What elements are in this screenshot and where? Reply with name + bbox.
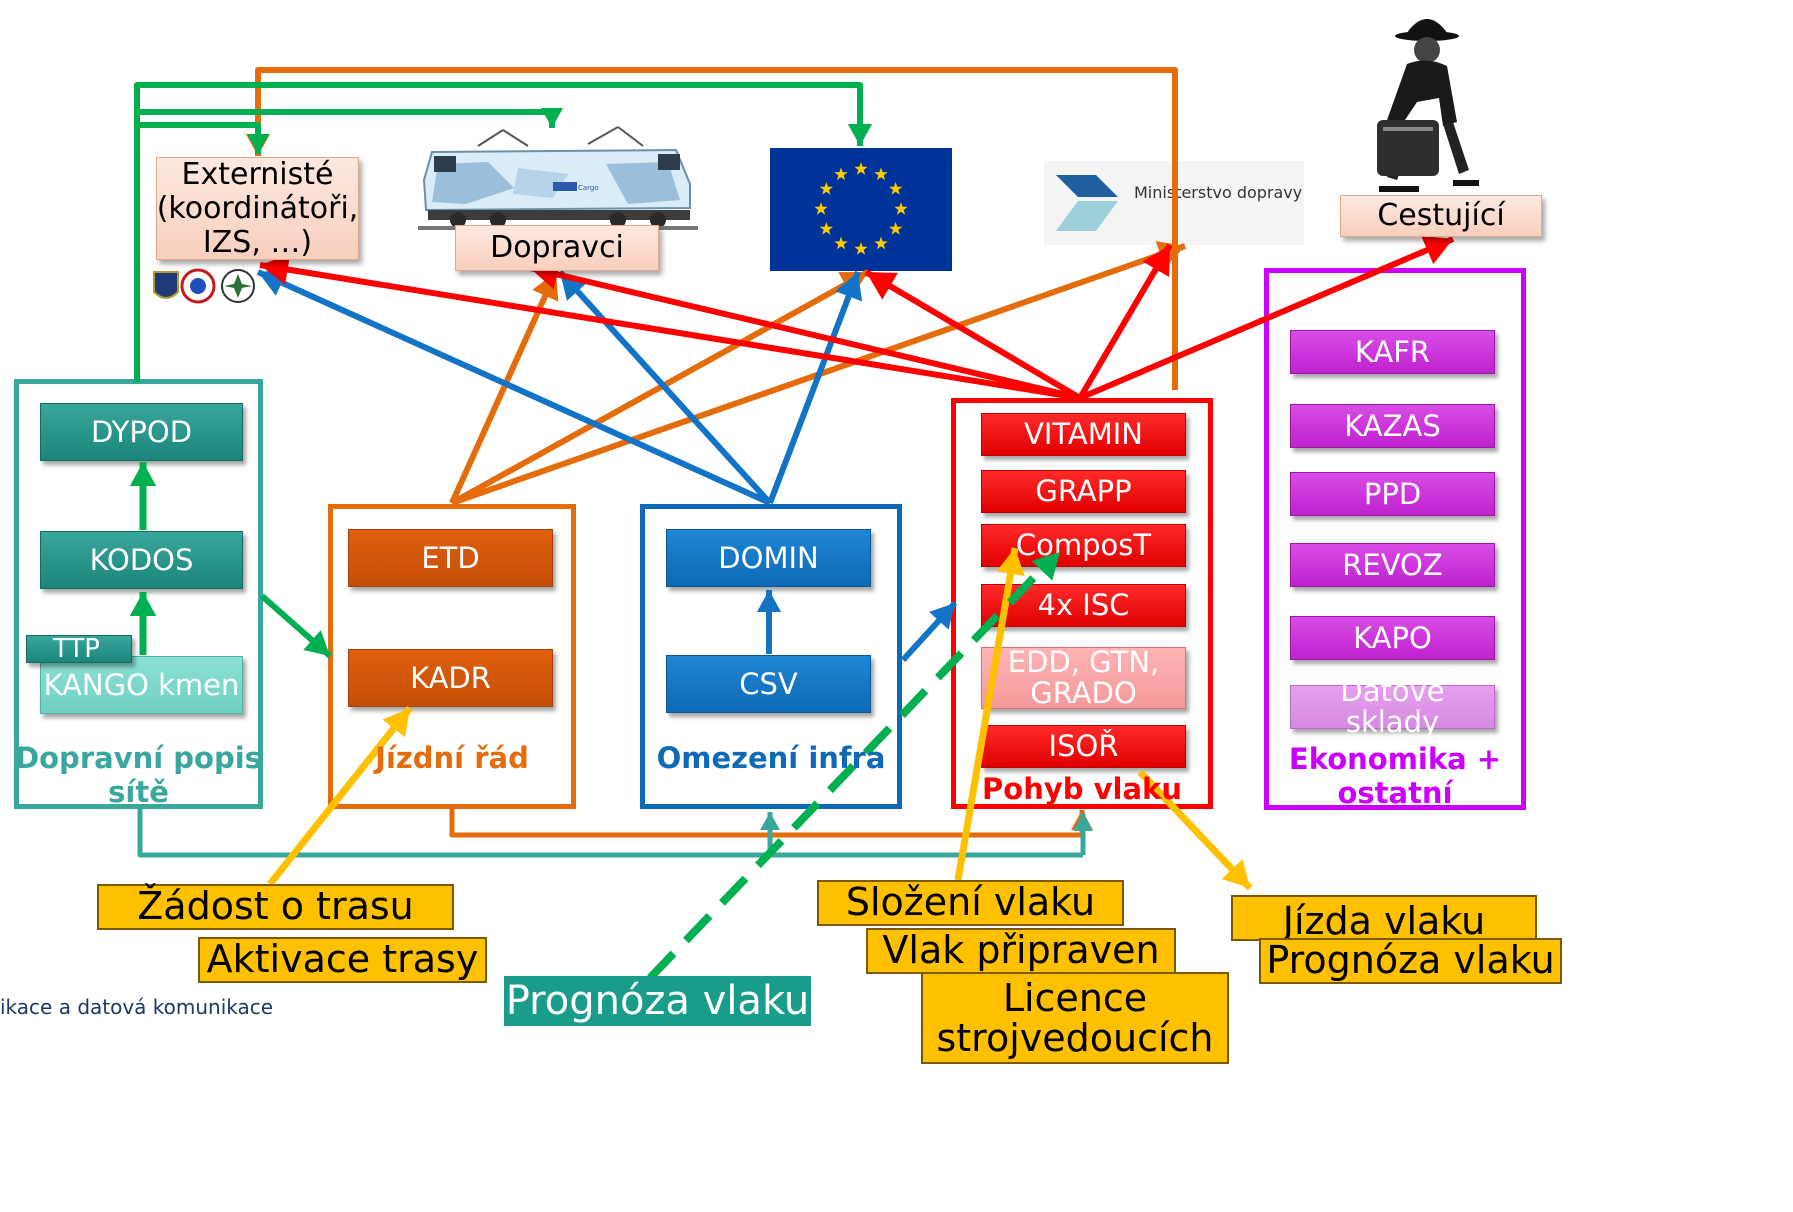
note-slozeni-vlaku: Složení vlaku [817,880,1124,926]
system-etd[interactable]: ETD [348,529,553,587]
system-kapo[interactable]: KAPO [1290,616,1495,660]
note-zadost-o-trasu: Žádost o trasu [97,884,454,930]
arrowhead [303,630,330,656]
arrow-dopravni-to-jizdni [260,593,332,659]
ministerstvo-logo: Ministerstvo dopravy [1044,161,1304,245]
system-compost[interactable]: ComposT [981,524,1186,567]
system-isor[interactable]: ISOŘ [981,725,1186,768]
system-kango-kmen[interactable]: KANGO kmen [40,656,243,714]
locomotive-image: Cargo [418,126,698,230]
note-aktivace-trasy: Aktivace trasy [198,937,487,983]
system-4x-isc[interactable]: 4x ISC [981,584,1186,627]
arrowhead [247,134,269,154]
arrowhead [847,124,873,146]
cargo-logo-text: Cargo [578,184,599,192]
group-title-omezeni: Omezení infra [656,741,886,775]
recipient-cestujici[interactable]: Cestující [1340,195,1542,237]
recipient-externiste[interactable]: Externisté (koordinátoři, IZS, …) [156,156,359,260]
group-title-dopravni: Dopravní popis sítě [15,741,262,809]
arrow-pohyb-to-externiste-red [259,262,1081,401]
arrow-pohyb-to-eu [864,269,1082,401]
traveller-figure-image [1377,19,1479,192]
arrowhead [560,272,589,301]
system-kafr[interactable]: KAFR [1290,330,1495,374]
system-kodos[interactable]: KODOS [40,531,243,589]
arrowhead [1421,235,1453,265]
system-kazas[interactable]: KAZAS [1290,404,1495,448]
group-title-ekonomika: Ekonomika + ostatní [1288,742,1502,810]
note-prognoza-vlaku-teal: Prognóza vlaku [504,976,811,1026]
arrow-pohyb-to-dopravci [529,265,1081,401]
arrowhead [760,812,780,830]
arrowhead [1071,810,1093,830]
system-ppd[interactable]: PPD [1290,472,1495,516]
system-revoz[interactable]: REVOZ [1290,543,1495,587]
system-ttp[interactable]: TTP [26,634,132,664]
arrow-dypod-to-externiste [137,122,261,154]
eu-flag-image [770,148,952,271]
recipient-dopravci[interactable]: Dopravci [455,225,659,271]
arrow-omezeni-to-eu [767,270,861,505]
group-title-jizdni: Jízdní řád [375,741,529,775]
line-dopravni-to-pohyb [137,809,1083,858]
arrowhead [532,272,559,302]
arrowhead [258,269,288,296]
izs-badges-image [153,268,255,304]
arrow-omezeni-to-externiste [256,269,772,506]
arrowhead [1155,241,1185,269]
arrow-omezeni-to-isc [900,600,958,663]
arrowhead [1073,813,1093,831]
arrow-omezeni-to-dopravci [557,269,773,506]
arrow-jizdni-to-pohyb [449,809,1085,838]
arrowhead [1221,859,1250,888]
system-grapp[interactable]: GRAPP [981,470,1186,513]
system-kadr[interactable]: KADR [348,649,553,707]
group-title-pohyb: Pohyb vlaku [982,772,1182,806]
arrowhead [1142,245,1170,277]
arrow-pohyb-to-ministerstvo [1077,243,1173,400]
arrow-jizdni-to-eu [450,269,870,506]
arrow-jizdni-to-dopravci [449,270,559,505]
system-edd-gtn-grado[interactable]: EDD, GTN, GRADO [981,647,1186,709]
system-vitamin[interactable]: VITAMIN [981,413,1186,456]
note-vlak-pripraven: Vlak připraven [866,928,1176,974]
arrowhead [838,272,868,298]
note-prognoza-vlaku: Prognóza vlaku [1259,938,1562,984]
note-jizda-vlaku: Jízda vlaku [1231,895,1537,941]
system-domin[interactable]: DOMIN [666,529,871,587]
note-licence-strojvedoucich: Licence strojvedoucích [921,972,1229,1064]
system-datove-sklady[interactable]: Datové sklady [1290,676,1495,738]
arrowhead [866,272,898,300]
system-dypod[interactable]: DYPOD [40,403,243,461]
system-csv[interactable]: CSV [666,655,871,713]
arrowhead [245,134,271,156]
arrowhead [835,272,863,302]
ministerstvo-label: Ministerstvo dopravy [1134,183,1303,202]
arrow-pohyb-to-externiste [255,67,1178,390]
footer-caption: ikace a datová komunikace [0,995,274,1019]
